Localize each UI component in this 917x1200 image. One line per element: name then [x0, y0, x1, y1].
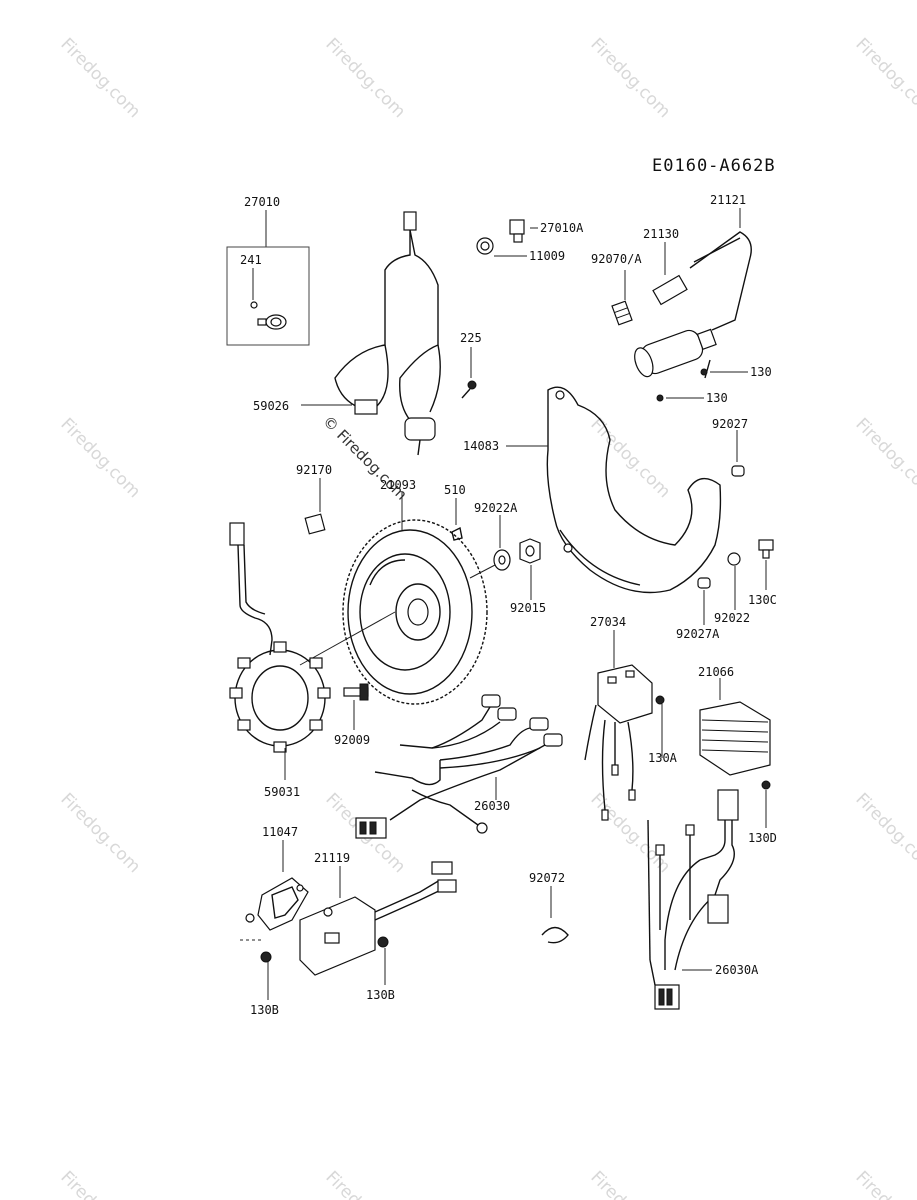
- label-92009: 92009: [334, 733, 370, 747]
- label-27034: 27034: [590, 615, 626, 629]
- part-labels: 27010 241 27010A 11009 21121 21130 92070…: [240, 193, 777, 1017]
- watermark-text: Firedog.com: [851, 34, 917, 122]
- label-130-lower: 130: [706, 391, 728, 405]
- part-92009: [343, 683, 369, 730]
- watermark-text: Firedog.com: [586, 414, 674, 502]
- part-92072: [541, 886, 569, 944]
- label-21130: 21130: [643, 227, 679, 241]
- part-510: [451, 498, 463, 541]
- watermark-text: Firedog.com: [56, 34, 144, 122]
- label-27010: 27010: [244, 195, 280, 209]
- watermark-text: Firedog.com: [56, 1167, 144, 1200]
- label-92027: 92027: [712, 417, 748, 431]
- label-130C: 130C: [748, 593, 777, 607]
- label-21121: 21121: [710, 193, 746, 207]
- part-21066: [699, 678, 771, 828]
- watermark-text: Firedog.com: [586, 34, 674, 122]
- label-130B-right: 130B: [366, 988, 395, 1002]
- part-ignition-coil-group: [611, 208, 752, 402]
- label-130D: 130D: [748, 831, 777, 845]
- label-92072: 92072: [529, 871, 565, 885]
- label-92022: 92022: [714, 611, 750, 625]
- label-225: 225: [460, 331, 482, 345]
- part-21093-flywheel: [299, 492, 488, 705]
- part-27010A-group: [476, 219, 538, 257]
- label-26030A: 26030A: [715, 963, 759, 977]
- label-59026: 59026: [253, 399, 289, 413]
- watermark-text: Firedog.com: [321, 34, 409, 122]
- watermark-text: Firedog.com: [851, 414, 917, 502]
- label-14083: 14083: [463, 439, 499, 453]
- label-11009: 11009: [529, 249, 565, 263]
- label-21093: 21093: [380, 478, 416, 492]
- watermark-text: Firedog.com: [56, 789, 144, 877]
- part-26030A-harness: [647, 789, 739, 1010]
- label-21066: 21066: [698, 665, 734, 679]
- label-130B-left: 130B: [250, 1003, 279, 1017]
- watermark-text: Firedog.com: [56, 414, 144, 502]
- label-92070A: 92070/A: [591, 252, 642, 266]
- label-59031: 59031: [264, 785, 300, 799]
- part-92170: [304, 478, 326, 535]
- watermark-text: Firedog.com: [321, 1167, 409, 1200]
- label-92015: 92015: [510, 601, 546, 615]
- label-241: 241: [240, 253, 262, 267]
- part-11047-21119: [240, 840, 457, 1000]
- label-26030: 26030: [474, 799, 510, 813]
- label-510: 510: [444, 483, 466, 497]
- label-92027A: 92027A: [676, 627, 720, 641]
- label-92022A: 92022A: [474, 501, 518, 515]
- watermark-text: Firedog.com: [586, 789, 674, 877]
- part-27010-group: [226, 210, 310, 346]
- part-92022A-92015: [469, 515, 541, 600]
- label-11047: 11047: [262, 825, 298, 839]
- part-27034: [584, 630, 665, 821]
- part-59026-harness: [301, 211, 477, 456]
- part-59031-stator: [229, 522, 331, 780]
- label-21119: 21119: [314, 851, 350, 865]
- watermark-text: Firedog.com: [851, 1167, 917, 1200]
- label-92170: 92170: [296, 463, 332, 477]
- watermark-text: Firedog.com: [851, 789, 917, 877]
- label-130A: 130A: [648, 751, 678, 765]
- diagram-code: E0160-A662B: [652, 156, 776, 176]
- part-14083-cover: [506, 386, 774, 625]
- label-130-upper: 130: [750, 365, 772, 379]
- part-26030-harness: [355, 694, 563, 839]
- watermark-text: Firedog.com: [586, 1167, 674, 1200]
- label-27010A: 27010A: [540, 221, 584, 235]
